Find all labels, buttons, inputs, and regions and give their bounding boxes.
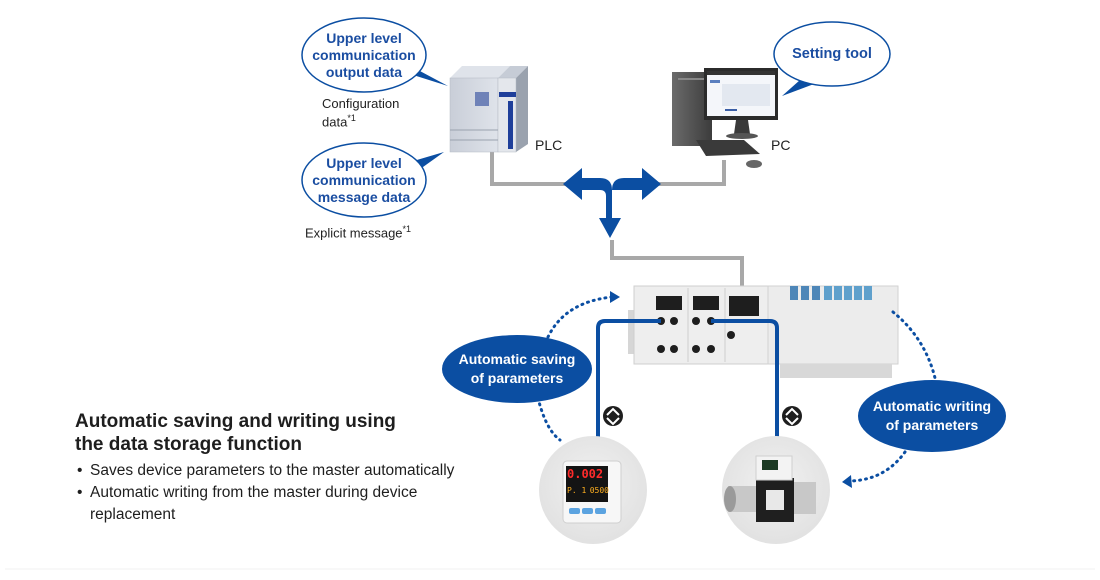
flow-switch-icon — [724, 455, 816, 522]
automatic-saving-text: Automatic saving of parameters — [442, 350, 592, 388]
explicit-message-label: Explicit message*1 — [305, 222, 411, 240]
bubble-line: Upper level — [326, 30, 402, 46]
bubble-line: communication — [312, 47, 416, 63]
upper-message-bubble-text: Upper level communication message data — [302, 155, 426, 206]
bubble-setting-tool — [773, 21, 891, 96]
bubble-line: Upper level — [326, 155, 402, 171]
footnote-marker: *1 — [347, 113, 356, 123]
pc-label: PC — [771, 137, 791, 153]
label-line: data — [322, 114, 348, 130]
pressure-switch-icon — [562, 460, 622, 524]
footnote-marker: *1 — [402, 224, 412, 234]
bubble-upper-message — [301, 142, 444, 218]
summary-heading: Automatic saving and writing using the d… — [75, 410, 396, 456]
display-sub-readout: P. 1 0500 — [567, 486, 609, 496]
heading-line: the data storage function — [75, 434, 302, 455]
upper-output-bubble-text: Upper level communication output data — [302, 30, 426, 81]
plc-device-icon — [449, 66, 528, 153]
bubble-line: output data — [325, 64, 403, 80]
setting-tool-bubble-text: Setting tool — [792, 46, 872, 62]
oval-line: Automatic writing — [872, 398, 992, 414]
display-main-readout: 0.002 — [567, 467, 604, 481]
io-master-manifold — [628, 285, 899, 378]
dotted-flow-arcs — [536, 295, 937, 483]
label-line: Explicit message — [305, 225, 403, 241]
heading-line: Automatic saving and writing using — [75, 411, 396, 432]
device-cables — [596, 319, 779, 438]
oval-automatic-saving — [442, 335, 592, 403]
configuration-data-label: Configuration data*1 — [322, 96, 399, 129]
bubble-upper-output — [301, 17, 448, 93]
display-sub-right: 0500 — [589, 486, 609, 495]
bubble-line: communication — [312, 172, 416, 188]
plc-label: PLC — [535, 137, 563, 153]
summary-bullet-list: Saves device parameters to the master au… — [77, 460, 480, 526]
io-link-symbol-left-icon — [603, 406, 623, 426]
save-arrowhead-icon — [610, 291, 620, 303]
write-arrowhead-icon — [842, 475, 852, 488]
valve-stations — [790, 286, 872, 300]
three-way-arrow-icon — [563, 168, 661, 238]
oval-line: Automatic saving — [458, 351, 576, 367]
bubble-line: message data — [317, 189, 411, 205]
label-line: Configuration — [322, 96, 400, 111]
pc-computer-icon — [672, 68, 778, 168]
network-wires — [490, 150, 744, 288]
oval-line: of parameters — [470, 370, 564, 386]
oval-line: of parameters — [885, 417, 979, 433]
io-link-symbol-right-icon — [782, 406, 802, 426]
automatic-writing-text: Automatic writing of parameters — [858, 397, 1006, 435]
display-sub-left: P. 1 — [567, 486, 587, 495]
oval-automatic-writing — [858, 380, 1006, 452]
bullet-item: Saves device parameters to the master au… — [77, 460, 480, 482]
bullet-item: Automatic writing from the master during… — [77, 482, 480, 526]
